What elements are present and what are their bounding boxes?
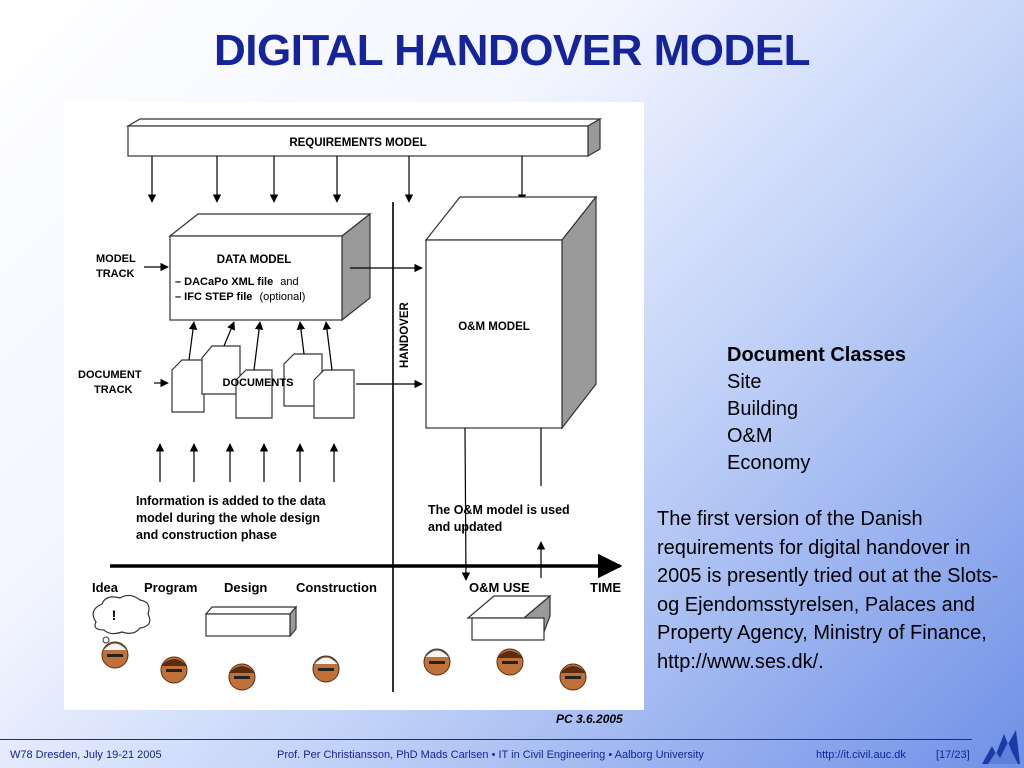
person-face-icon bbox=[559, 663, 587, 691]
om-used-text: The O&M model is used and updated bbox=[428, 503, 570, 534]
svg-text:Information is added to the da: Information is added to the data bbox=[136, 494, 327, 508]
phase-construction: Construction bbox=[296, 580, 377, 595]
document-class-item: Building bbox=[727, 398, 799, 420]
data-model-title: DATA MODEL bbox=[217, 254, 292, 266]
svg-text:!: ! bbox=[112, 607, 117, 623]
document-classes-heading: Document Classes bbox=[727, 344, 906, 366]
document-track-label: DOCUMENT TRACK bbox=[78, 369, 142, 396]
model-track-label: MODEL TRACK bbox=[96, 253, 136, 280]
svg-text:– DACaPo XML file and: – DACaPo XML file and bbox=[175, 276, 299, 288]
data-model-line1: – DACaPo XML file bbox=[175, 276, 273, 288]
svg-text:and construction phase: and construction phase bbox=[136, 528, 277, 542]
requirements-arrows bbox=[147, 156, 527, 203]
slide-title: DIGITAL HANDOVER MODEL bbox=[213, 26, 811, 75]
documents-stack bbox=[171, 345, 355, 419]
phase-labels: Idea Program Design Construction O&M USE… bbox=[92, 580, 621, 595]
handover-label: HANDOVER bbox=[399, 301, 411, 368]
phase-idea: Idea bbox=[92, 580, 119, 595]
svg-text:The O&M model is used: The O&M model is used bbox=[428, 503, 570, 517]
svg-text:MODEL: MODEL bbox=[96, 253, 136, 265]
data-model-line2-rest: (optional) bbox=[260, 291, 306, 303]
data-model-line1-rest: and bbox=[280, 276, 298, 288]
description-text: The first version of the Danish requirem… bbox=[657, 508, 999, 673]
svg-text:– IFC STEP file (optio: – IFC STEP file (optional) bbox=[175, 291, 305, 303]
footer-page-number: [17/23] bbox=[936, 749, 970, 761]
person-face-icon bbox=[228, 663, 256, 691]
svg-text:TRACK: TRACK bbox=[94, 384, 133, 396]
om-model-label: O&M MODEL bbox=[458, 321, 530, 333]
person-face-icon bbox=[496, 648, 524, 676]
document-arrows bbox=[188, 321, 333, 371]
person-face-icon bbox=[160, 656, 188, 684]
document-class-item: Economy bbox=[727, 452, 811, 474]
document-classes: Document Classes Site Building O&M Econo… bbox=[727, 342, 906, 477]
building-slab-icon bbox=[204, 605, 298, 638]
footer-event: W78 Dresden, July 19-21 2005 bbox=[10, 749, 162, 761]
time-label: TIME bbox=[590, 580, 621, 595]
documents-label: DOCUMENTS bbox=[223, 377, 294, 389]
requirements-model-box: REQUIREMENTS MODEL bbox=[125, 117, 603, 158]
footer-authors: Prof. Per Christiansson, PhD Mads Carlse… bbox=[277, 749, 704, 761]
person-face-icon bbox=[101, 641, 129, 669]
figure-caption: PC 3.6.2005 bbox=[556, 712, 623, 726]
phase-program: Program bbox=[144, 580, 197, 595]
information-arrows bbox=[155, 443, 339, 482]
data-model-line2: – IFC STEP file bbox=[175, 291, 252, 303]
om-use-arrows bbox=[461, 427, 546, 581]
svg-text:TRACK: TRACK bbox=[96, 268, 135, 280]
person-face-icon bbox=[423, 648, 451, 676]
thought-bubble-icon: ! bbox=[92, 594, 151, 644]
om-model-box: O&M MODEL bbox=[424, 195, 598, 430]
handover-arrows bbox=[350, 263, 423, 389]
footer-divider bbox=[0, 739, 972, 740]
university-logo-icon bbox=[982, 730, 1020, 764]
svg-text:DOCUMENT: DOCUMENT bbox=[78, 369, 142, 381]
house-icon bbox=[466, 594, 552, 641]
phase-design: Design bbox=[224, 580, 267, 595]
person-face-icon bbox=[312, 655, 340, 683]
requirements-model-label: REQUIREMENTS MODEL bbox=[289, 137, 426, 149]
document-class-item: Site bbox=[727, 371, 762, 393]
information-text: Information is added to the data model d… bbox=[136, 494, 327, 542]
svg-text:model during the whole design: model during the whole design bbox=[136, 511, 320, 525]
footer-url[interactable]: http://it.civil.auc.dk bbox=[816, 749, 906, 761]
document-class-item: O&M bbox=[727, 425, 773, 447]
handover-diagram: REQUIREMENTS MODEL DATA MODEL – DACaPo X… bbox=[64, 102, 644, 710]
data-model-box: DATA MODEL – DACaPo XML file and – IFC S… bbox=[168, 212, 372, 322]
om-use-label: O&M USE bbox=[469, 580, 530, 595]
